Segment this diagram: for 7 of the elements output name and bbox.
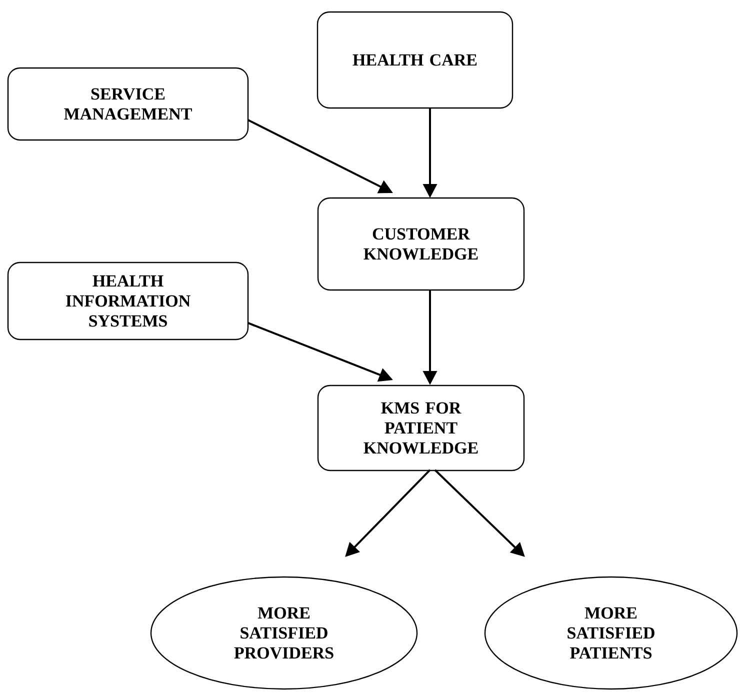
ellipse-node: MORE SATISFIED PROVIDERS — [150, 576, 418, 690]
process-box: HEALTH INFORMATION SYSTEMS — [7, 262, 249, 340]
process-box: HEALTH CARE — [316, 11, 514, 109]
process-box: SERVICE MANAGEMENT — [7, 67, 249, 141]
ellipse-node: MORE SATISFIED PATIENTS — [484, 576, 738, 690]
process-box: CUSTOMER KNOWLEDGE — [317, 197, 525, 291]
process-box: KMS FOR PATIENT KNOWLEDGE — [317, 384, 525, 472]
